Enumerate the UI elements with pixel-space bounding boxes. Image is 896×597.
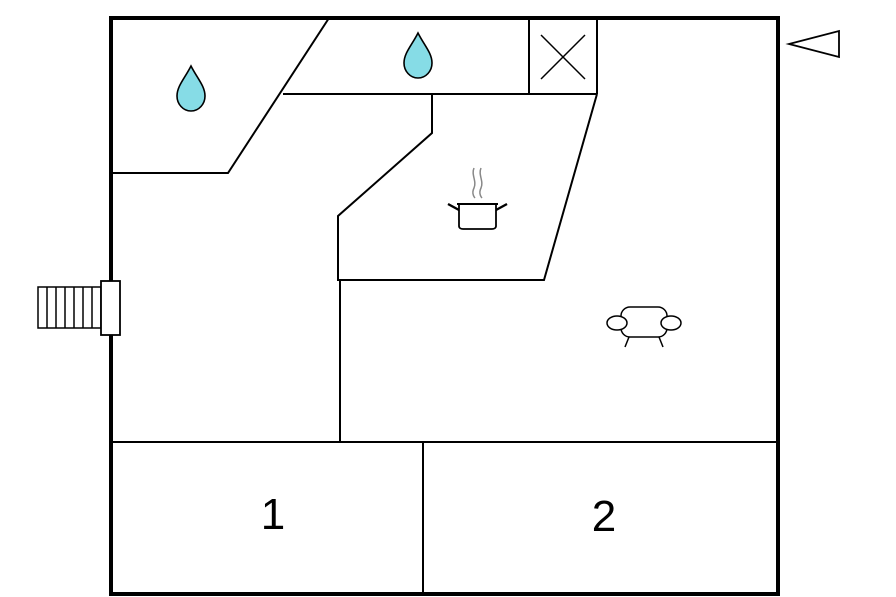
stairs-icon (37, 280, 121, 336)
bedroom-1-label: 1 (261, 490, 285, 539)
kitchen-wall (337, 93, 598, 281)
water-drop-icon (403, 31, 433, 79)
bedroom-2-label: 2 (592, 492, 616, 541)
cross-box-icon (540, 34, 586, 80)
bathroom-1-wall (111, 17, 330, 174)
water-drop-icon (176, 64, 206, 112)
triangle-pointer-icon (785, 29, 840, 59)
outer-wall (109, 16, 780, 596)
sofa-icon (606, 306, 682, 348)
cooking-pot-icon (447, 167, 508, 230)
